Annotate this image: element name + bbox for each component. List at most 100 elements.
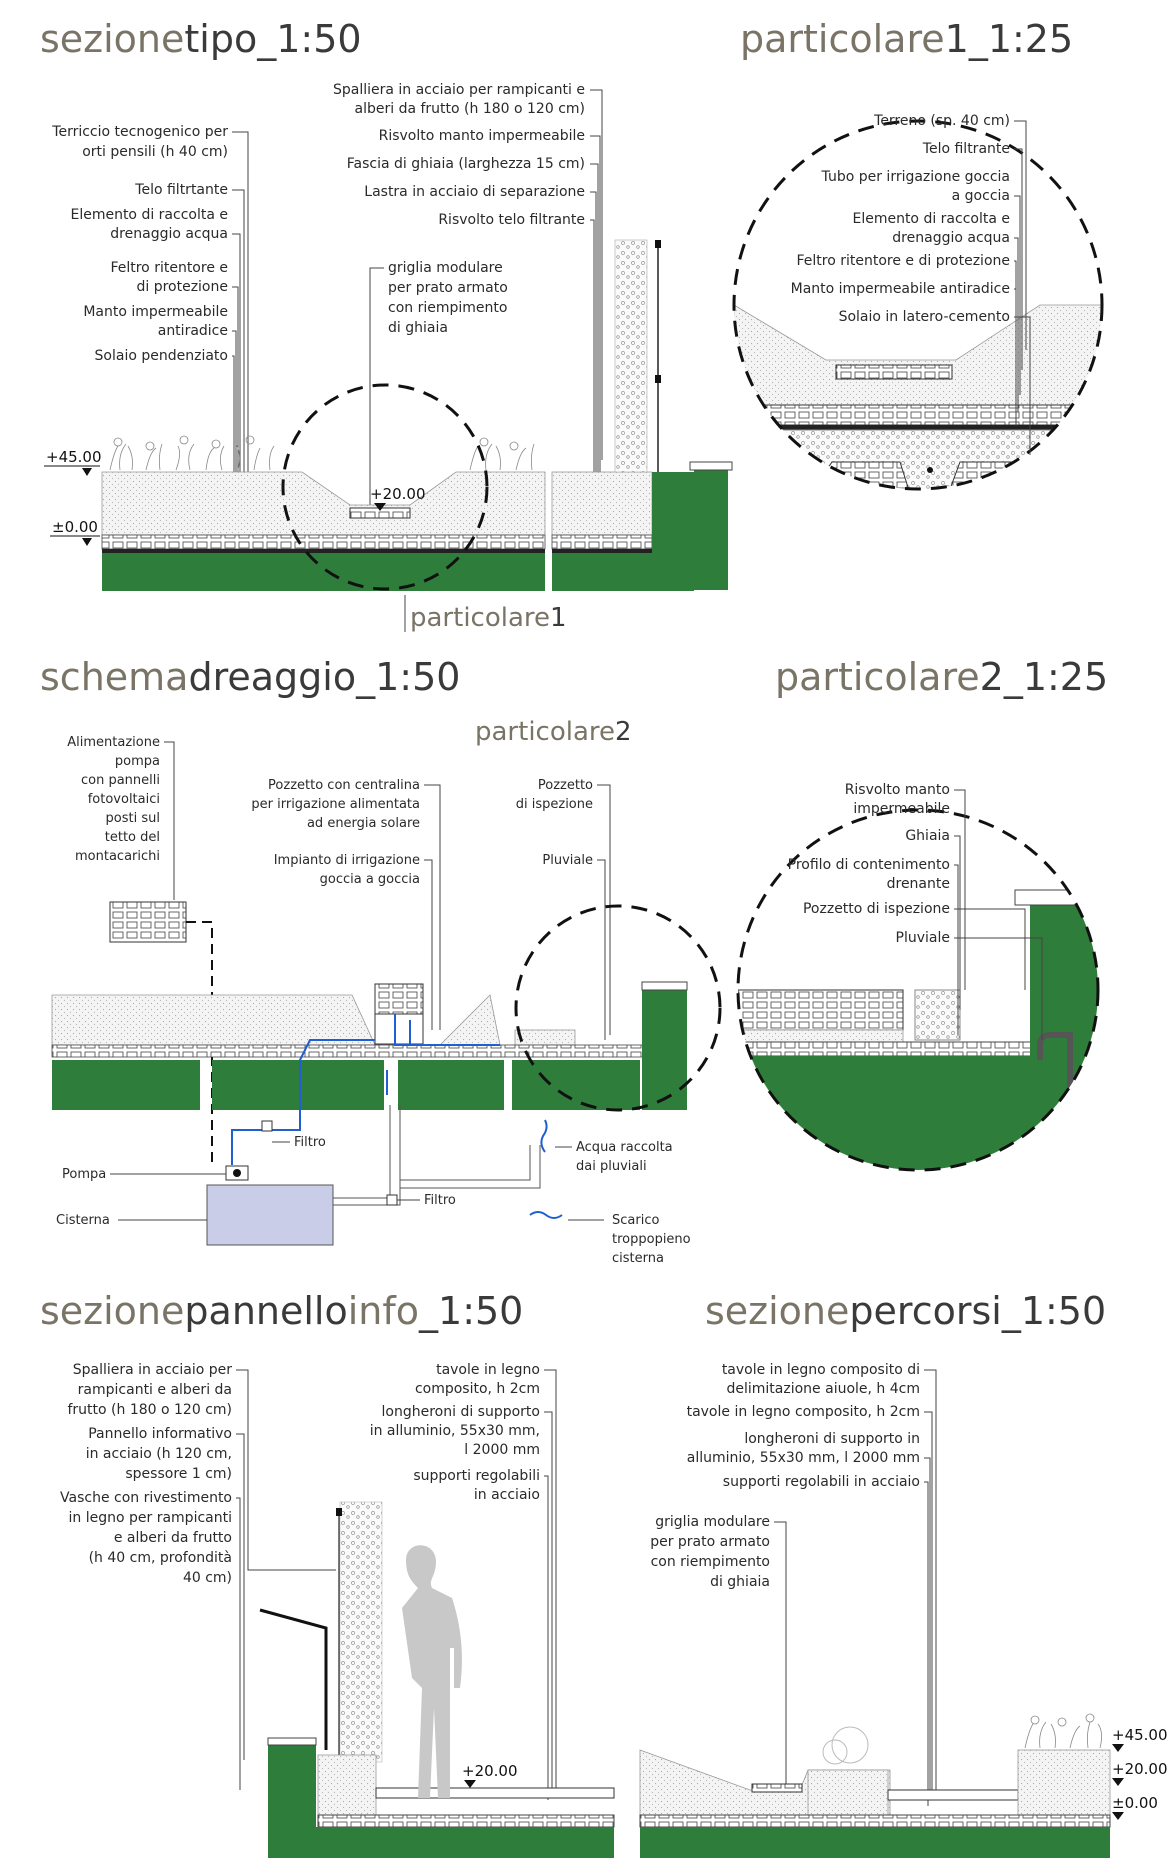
svg-text:fotovoltaici: fotovoltaici	[88, 792, 160, 807]
svg-text:l 2000 mm: l 2000 mm	[464, 1442, 540, 1458]
sezione-pannello-right-labels: tavole in legno composito, h 2cm longher…	[370, 1362, 540, 1503]
particolare1-labels: Terreno (sp. 40 cm) Telo filtrante Tubo …	[791, 113, 1010, 325]
label-telo: Telo filtrtante	[134, 182, 228, 198]
solaio-green	[102, 553, 545, 591]
label-manto-2: antiradice	[158, 323, 228, 339]
human-silhouette	[402, 1545, 462, 1798]
particolare1-panel: particolare1_1:25 Terreno (sp. 40 cm) Te…	[732, 17, 1104, 491]
svg-text:Pozzetto: Pozzetto	[538, 778, 593, 793]
label-terriccio: Terriccio tecnogenico per	[51, 124, 228, 140]
svg-text:tetto del: tetto del	[105, 830, 160, 845]
svg-text:spessore 1 cm): spessore 1 cm)	[125, 1466, 232, 1482]
svg-text:supporti regolabili: supporti regolabili	[413, 1468, 540, 1484]
griglia-line-2: per prato armato	[388, 280, 508, 296]
sezione-percorsi-title: sezionepercorsi_1:50	[705, 1289, 1106, 1333]
schema-dreaggio-panel: schemadreaggio_1:50 particolare2 Aliment…	[40, 655, 722, 1266]
svg-text:longheroni di supporto: longheroni di supporto	[382, 1404, 540, 1420]
svg-text:montacarichi: montacarichi	[75, 849, 160, 864]
label-filtro-2: Filtro	[424, 1193, 456, 1208]
label-feltro-2: di protezione	[136, 279, 228, 295]
svg-text:per irrigazione alimentata: per irrigazione alimentata	[251, 797, 420, 812]
percorsi-level-45: +45.00	[1112, 1726, 1168, 1744]
percorsi-level-20: +20.00	[1112, 1760, 1168, 1778]
sezione-pannello-title: sezionepannelloinfo_1:50	[40, 1289, 523, 1333]
sezione-tipo-drawing: +45.00 ±0.00 +20.00	[44, 239, 733, 591]
label-acqua-1: Acqua raccolta	[576, 1140, 673, 1155]
sezione-tipo-left-labels: Terriccio tecnogenico per orti pensili (…	[51, 124, 228, 364]
level-plus20: +20.00	[370, 485, 426, 503]
cisterna-tank	[206, 1184, 334, 1246]
svg-text:goccia a goccia: goccia a goccia	[320, 872, 420, 887]
label-feltro: Feltro ritentore e	[110, 260, 228, 276]
svg-text:40 cm): 40 cm)	[183, 1570, 232, 1586]
label-pozzetto-centralina: Pozzetto con centralina per irrigazione …	[251, 778, 420, 887]
label-solaio: Solaio pendenziato	[95, 348, 228, 364]
particolare1-title: particolare1_1:25	[740, 17, 1073, 61]
griglia-line-1: griglia modulare	[388, 260, 503, 276]
label-manto: Manto impermeabile	[83, 304, 228, 320]
label-elemento: Elemento di raccolta e	[70, 207, 228, 223]
svg-text:Pluviale: Pluviale	[542, 853, 593, 868]
label-elemento-2: drenaggio acqua	[110, 226, 228, 242]
p2-risvolto: Risvolto manto	[845, 782, 950, 798]
p2-ghiaia: Ghiaia	[905, 828, 950, 844]
sezione-tipo-title: sezionetipo_1:50	[40, 17, 362, 61]
svg-text:Impianto di irrigazione: Impianto di irrigazione	[274, 853, 420, 868]
svg-text:in acciaio (h 120 cm,: in acciaio (h 120 cm,	[86, 1446, 232, 1462]
sezione-tipo-right-leaders	[590, 89, 603, 510]
svg-text:Spalliera in acciaio per: Spalliera in acciaio per	[73, 1362, 232, 1378]
svg-text:alluminio, 55x30 mm, l 2000 mm: alluminio, 55x30 mm, l 2000 mm	[687, 1450, 920, 1466]
label-spalliera: Spalliera in acciaio per rampicanti e	[333, 82, 585, 98]
schema-dreaggio-title: schemadreaggio_1:50	[40, 655, 460, 699]
svg-text:longheroni di supporto in: longheroni di supporto in	[744, 1431, 920, 1447]
sezione-tipo-left-leaders	[232, 131, 268, 561]
svg-text:composito, h 2cm: composito, h 2cm	[415, 1381, 540, 1397]
svg-text:con pannelli: con pannelli	[81, 773, 160, 788]
detail-circle-1	[281, 383, 489, 591]
label-pozzetto-ispezione: Pozzetto di ispezione Pluviale	[516, 778, 593, 868]
p2-risvolto-2: impermeabile	[853, 801, 950, 817]
sezione-percorsi-drawing: +45.00 +20.00 ±0.00	[639, 1713, 1168, 1858]
svg-text:posti sul: posti sul	[106, 811, 160, 826]
label-pompa: Pompa	[62, 1167, 106, 1182]
sezione-percorsi-leaders	[924, 1369, 937, 1806]
level-zero: ±0.00	[52, 518, 98, 536]
particolare2-labels: Risvolto manto impermeabile Ghiaia Profi…	[788, 782, 950, 946]
particolare2-title: particolare2_1:25	[775, 655, 1108, 699]
p1-elemento-2: drenaggio acqua	[892, 230, 1010, 246]
detail-circle-2	[514, 904, 722, 1112]
svg-text:delimitazione aiuole, h 4cm: delimitazione aiuole, h 4cm	[727, 1381, 921, 1397]
label-lastra: Lastra in acciaio di separazione	[364, 184, 585, 200]
label-scarico-2: troppopieno	[612, 1232, 691, 1247]
svg-text:di ghiaia: di ghiaia	[710, 1574, 770, 1590]
label-cisterna: Cisterna	[56, 1213, 110, 1228]
svg-text:in acciaio: in acciaio	[474, 1487, 540, 1503]
p2-profilo-2: drenante	[887, 876, 950, 892]
sezione-pannello-drawing: +20.00	[259, 1501, 615, 1858]
p2-pluviale: Pluviale	[896, 930, 950, 946]
svg-text:(h 40 cm, profondità: (h 40 cm, profondità	[89, 1550, 232, 1566]
svg-text:tavole in legno composito, h 2: tavole in legno composito, h 2cm	[687, 1404, 920, 1420]
particolare2-callout: particolare2	[475, 717, 632, 747]
svg-text:con riempimento: con riempimento	[651, 1554, 770, 1570]
p1-tubo-2: a goccia	[952, 188, 1010, 204]
particolare1-callout: particolare1	[410, 603, 567, 633]
griglia-line-3: con riempimento	[388, 300, 507, 316]
percorsi-level-0: ±0.00	[1112, 1794, 1158, 1812]
sezione-tipo-griglia-label: griglia modulare per prato armato con ri…	[369, 260, 508, 505]
svg-text:ad energia solare: ad energia solare	[307, 816, 420, 831]
sezione-tipo-panel: sezionetipo_1:50 Terriccio tecnogenico p…	[40, 17, 733, 633]
sezione-percorsi-labels: tavole in legno composito di delimitazio…	[687, 1362, 920, 1490]
label-risvolto-telo: Risvolto telo filtrante	[438, 212, 585, 228]
svg-text:Pannello informativo: Pannello informativo	[88, 1426, 232, 1442]
label-fascia-ghiaia: Fascia di ghiaia (larghezza 15 cm)	[347, 156, 585, 172]
p2-pozzetto: Pozzetto di ispezione	[803, 901, 950, 917]
svg-text:Pozzetto con centralina: Pozzetto con centralina	[268, 778, 420, 793]
particolare1-leaders	[1014, 120, 1031, 455]
svg-text:tavole in legno composito di: tavole in legno composito di	[722, 1362, 920, 1378]
sezione-pannello-panel: sezionepannelloinfo_1:50 Spalliera in ac…	[40, 1289, 615, 1858]
svg-text:frutto (h 180 o 120 cm): frutto (h 180 o 120 cm)	[68, 1402, 233, 1418]
griglia-line-4: di ghiaia	[388, 320, 448, 336]
label-scarico-3: cisterna	[612, 1251, 664, 1266]
svg-text:tavole in legno: tavole in legno	[436, 1362, 540, 1378]
